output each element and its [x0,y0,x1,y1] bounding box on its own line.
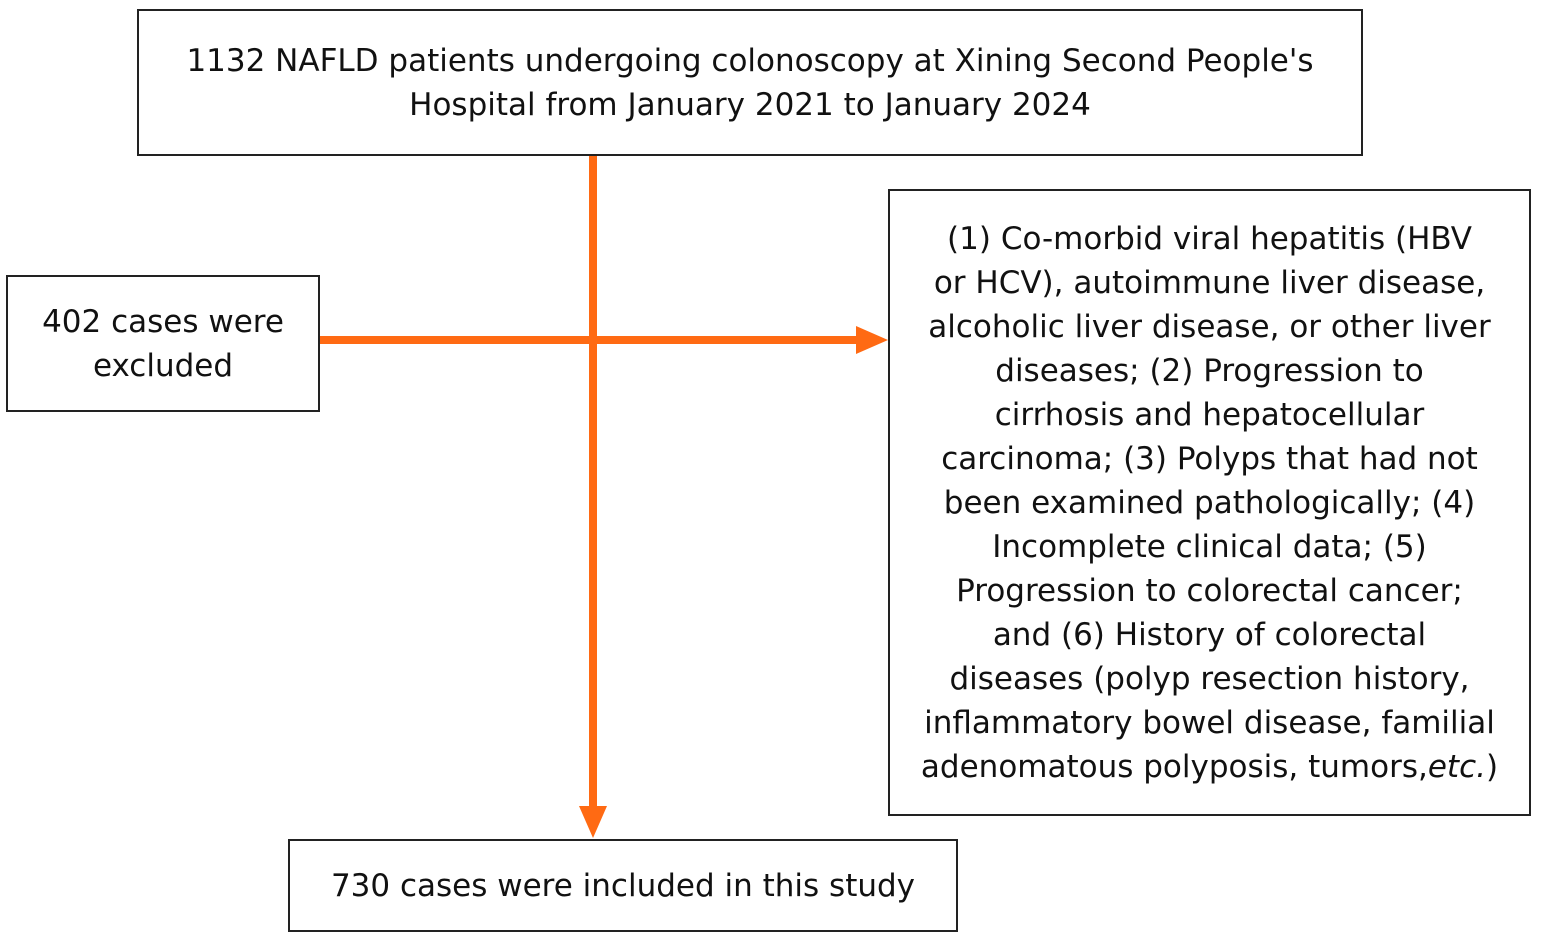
enrollment-text-line2: Hospital from January 2021 to January 20… [409,86,1091,123]
right-arrowhead [856,326,888,354]
criteria-line: diseases; (2) Progression to [995,352,1424,389]
enrollment-box: 1132 NAFLD patients undergoing colonosco… [137,9,1363,156]
criteria-line: inflammatory bowel disease, familial [924,704,1495,741]
criteria-line: Incomplete clinical data; (5) [992,528,1427,565]
down-arrowhead [579,806,607,838]
criteria-line: Progression to colorectal cancer; [956,572,1463,609]
criteria-line: alcoholic liver disease, or other liver [928,308,1491,345]
included-box: 730 cases were included in this study [288,839,958,932]
criteria-last-prefix: adenomatous polyposis, tumors, [920,748,1428,785]
criteria-line-last: adenomatous polyposis, tumors,etc.) [921,745,1498,789]
excluded-count-box: 402 cases were excluded [6,275,320,412]
criteria-line: cirrhosis and hepatocellular [994,396,1425,433]
excluded-text-line2: excluded [92,347,234,384]
criteria-line: or HCV), autoimmune liver disease, [933,264,1486,301]
exclusion-criteria-box: (1) Co-morbid viral hepatitis (HBV or HC… [888,189,1531,816]
criteria-last-italic: etc. [1427,748,1486,785]
excluded-text-line1: 402 cases were [42,303,284,340]
criteria-line: diseases (polyp resection history, [949,660,1470,697]
criteria-line: been examined pathologically; (4) [943,484,1476,521]
criteria-last-suffix: ) [1485,748,1499,785]
included-text: 730 cases were included in this study [330,867,916,904]
criteria-line: (1) Co-morbid viral hepatitis (HBV [947,220,1472,257]
criteria-line: carcinoma; (3) Polyps that had not [941,440,1478,477]
criteria-line: and (6) History of colorectal [992,616,1427,653]
enrollment-text-line1: 1132 NAFLD patients undergoing colonosco… [186,42,1314,79]
